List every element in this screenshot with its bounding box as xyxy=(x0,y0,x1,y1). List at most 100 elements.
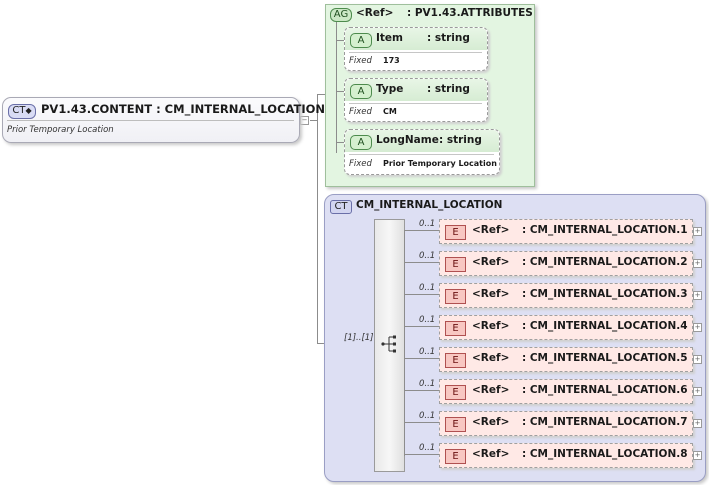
complex-type-badge-label: CT xyxy=(12,105,26,116)
root-title: PV1.43.CONTENT : CM_INTERNAL_LOCATION xyxy=(41,102,326,116)
element-ref-label: <Ref> xyxy=(472,288,510,300)
element-connector xyxy=(404,326,439,327)
element-ref-label: <Ref> xyxy=(472,224,510,236)
element-connector xyxy=(404,230,439,231)
attribute-type-type: : string xyxy=(427,83,470,95)
expand-icon[interactable]: + xyxy=(693,387,702,396)
element-badge: E xyxy=(445,417,466,432)
element-name: : CM_INTERNAL_LOCATION.6 xyxy=(522,384,688,396)
complex-type-panel-title: CM_INTERNAL_LOCATION xyxy=(356,199,503,211)
element-badge: E xyxy=(445,289,466,304)
attribute-badge: A xyxy=(350,33,372,48)
attribute-longname-header xyxy=(345,130,499,152)
element-ref-1[interactable]: E <Ref> : CM_INTERNAL_LOCATION.1 xyxy=(439,219,693,244)
element-occurrence: 0..1 xyxy=(419,315,436,325)
attribute-type-name: Type xyxy=(376,83,404,95)
element-ref-3[interactable]: E <Ref> : CM_INTERNAL_LOCATION.3 xyxy=(439,283,693,308)
element-ref-8[interactable]: E <Ref> : CM_INTERNAL_LOCATION.8 xyxy=(439,443,693,468)
element-occurrence: 0..1 xyxy=(419,411,436,421)
attribute-longname-type: : string xyxy=(439,134,482,146)
expand-icon[interactable]: + xyxy=(693,419,702,428)
connector-attr-item xyxy=(336,40,346,41)
element-connector xyxy=(404,390,439,391)
connector-to-ag xyxy=(317,94,328,95)
attribute-longname-divider xyxy=(349,154,494,155)
element-occurrence: 0..1 xyxy=(419,219,436,229)
element-occurrence: 0..1 xyxy=(419,443,436,453)
element-name: : CM_INTERNAL_LOCATION.8 xyxy=(522,448,688,460)
element-name: : CM_INTERNAL_LOCATION.3 xyxy=(522,288,688,300)
attribute-longname-fixed-label: Fixed xyxy=(349,159,372,169)
expand-icon[interactable]: + xyxy=(693,291,702,300)
element-ref-label: <Ref> xyxy=(472,416,510,428)
attribute-group-badge: AG xyxy=(330,8,352,22)
expand-icon[interactable]: + xyxy=(693,355,702,364)
element-name: : CM_INTERNAL_LOCATION.4 xyxy=(522,320,688,332)
element-connector xyxy=(404,358,439,359)
attribute-type-header xyxy=(345,79,487,101)
attribute-item-fixed-value: 173 xyxy=(383,56,400,65)
attribute-item-header xyxy=(345,28,487,50)
expand-icon[interactable]: + xyxy=(693,227,702,236)
element-connector xyxy=(404,294,439,295)
expand-icon[interactable]: + xyxy=(693,451,702,460)
element-ref-7[interactable]: E <Ref> : CM_INTERNAL_LOCATION.7 xyxy=(439,411,693,436)
complex-type-badge: CT◆ xyxy=(8,104,36,119)
element-badge: E xyxy=(445,257,466,272)
attribute-type-fixed-value: CM xyxy=(383,107,397,116)
element-ref-4[interactable]: E <Ref> : CM_INTERNAL_LOCATION.4 xyxy=(439,315,693,340)
element-badge: E xyxy=(445,321,466,336)
sequence-out-vline xyxy=(404,230,405,456)
element-ref-label: <Ref> xyxy=(472,320,510,332)
element-badge: E xyxy=(445,449,466,464)
attribute-item-fixed-label: Fixed xyxy=(349,56,372,66)
attribute-longname[interactable]: A LongName : string Fixed Prior Temporar… xyxy=(344,129,500,175)
element-occurrence: 0..1 xyxy=(419,251,436,261)
attribute-item-name: Item xyxy=(376,32,403,44)
element-occurrence: 0..1 xyxy=(419,379,436,389)
sequence-mini-icon: ◆ xyxy=(25,106,32,115)
sequence-occurrence: [1]..[1] xyxy=(344,333,374,343)
root-description: Prior Temporary Location xyxy=(7,125,114,135)
attribute-item[interactable]: A Item : string Fixed 173 xyxy=(344,27,488,71)
element-ref-label: <Ref> xyxy=(472,448,510,460)
element-name: : CM_INTERNAL_LOCATION.1 xyxy=(522,224,688,236)
element-name: : CM_INTERNAL_LOCATION.7 xyxy=(522,416,688,428)
attribute-badge: A xyxy=(350,135,372,150)
root-divider xyxy=(7,120,294,121)
attribute-type-divider xyxy=(349,103,482,104)
connector-root-h xyxy=(310,120,318,121)
element-ref-label: <Ref> xyxy=(472,352,510,364)
attribute-type[interactable]: A Type : string Fixed CM xyxy=(344,78,488,122)
collapse-toggle-icon[interactable]: − xyxy=(300,116,309,125)
attribute-group-name: : PV1.43.ATTRIBUTES xyxy=(407,7,533,19)
element-badge: E xyxy=(445,353,466,368)
element-ref-label: <Ref> xyxy=(472,384,510,396)
complex-type-panel-badge: CT xyxy=(330,200,352,214)
attribute-item-divider xyxy=(349,52,482,53)
attribute-group-ref: <Ref> xyxy=(356,7,394,19)
expand-icon[interactable]: + xyxy=(693,323,702,332)
element-ref-5[interactable]: E <Ref> : CM_INTERNAL_LOCATION.5 xyxy=(439,347,693,372)
attribute-longname-fixed-value: Prior Temporary Location xyxy=(383,159,497,168)
element-badge: E xyxy=(445,385,466,400)
element-badge: E xyxy=(445,225,466,240)
element-name: : CM_INTERNAL_LOCATION.5 xyxy=(522,352,688,364)
root-element-card[interactable]: CT◆ PV1.43.CONTENT : CM_INTERNAL_LOCATIO… xyxy=(2,97,325,143)
element-connector xyxy=(404,454,439,455)
element-ref-label: <Ref> xyxy=(472,256,510,268)
connector-attr-longname xyxy=(336,142,346,143)
element-ref-6[interactable]: E <Ref> : CM_INTERNAL_LOCATION.6 xyxy=(439,379,693,404)
element-occurrence: 0..1 xyxy=(419,347,436,357)
element-ref-2[interactable]: E <Ref> : CM_INTERNAL_LOCATION.2 xyxy=(439,251,693,276)
expand-icon[interactable]: + xyxy=(693,259,702,268)
attribute-badge: A xyxy=(350,84,372,99)
attribute-type-fixed-label: Fixed xyxy=(349,107,372,117)
element-connector xyxy=(404,422,439,423)
attribute-group-vline xyxy=(336,22,337,153)
element-connector xyxy=(404,262,439,263)
element-occurrence: 0..1 xyxy=(419,283,436,293)
attribute-item-type: : string xyxy=(427,32,470,44)
sequence-icon xyxy=(381,335,396,353)
element-name: : CM_INTERNAL_LOCATION.2 xyxy=(522,256,688,268)
